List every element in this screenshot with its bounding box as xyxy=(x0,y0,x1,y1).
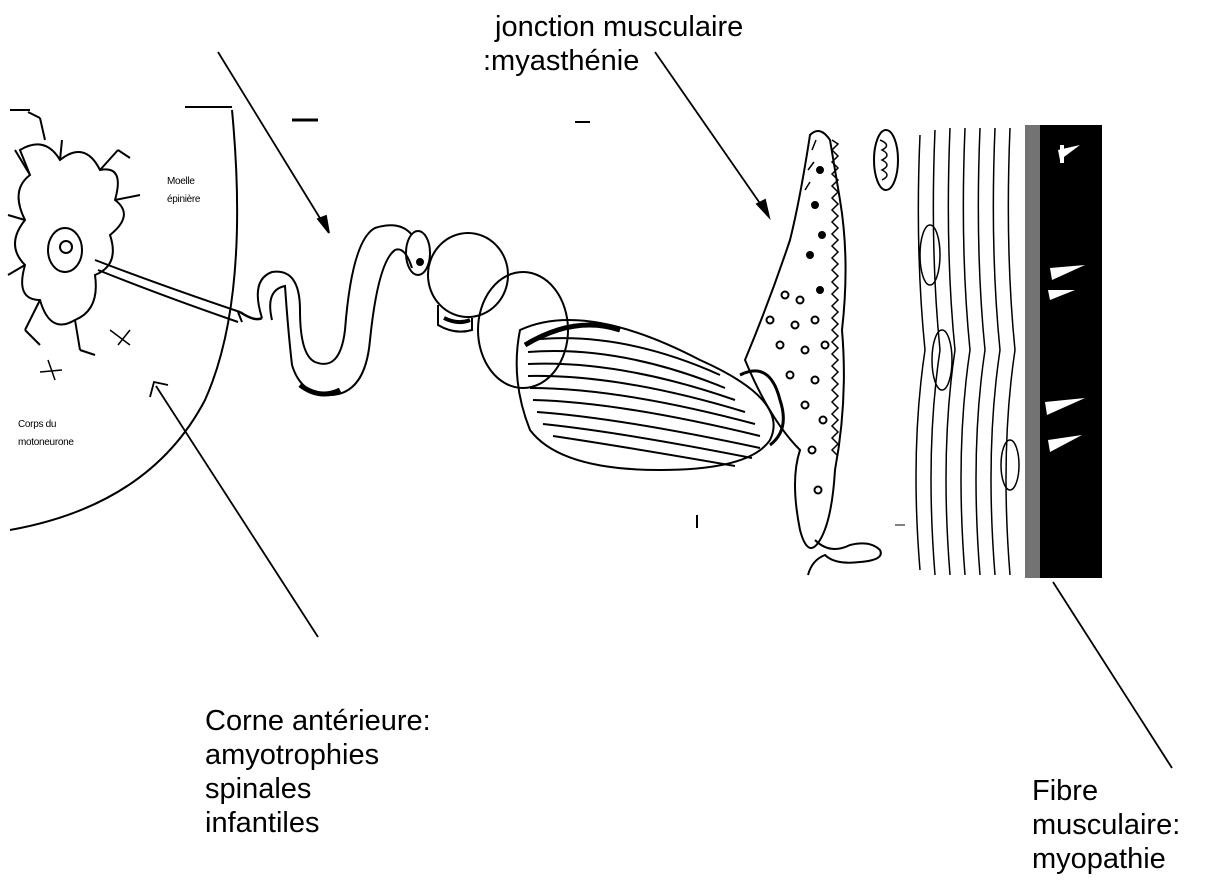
nerve-fibre xyxy=(258,225,430,395)
cell-body-label: Corps du motoneurone xyxy=(18,416,74,452)
myelin-segments xyxy=(428,233,568,388)
anterior-horn-label-line-1: Corne antérieure: xyxy=(205,704,431,738)
anterior-horn-label-line-2: amyotrophies xyxy=(205,738,431,772)
cell-body-label-line-2: motoneurone xyxy=(18,434,74,452)
motor-neuron-cell-body xyxy=(8,112,140,380)
motor-neuron-label-line-2: épinière xyxy=(167,191,200,209)
muscle-fibre-label-line-2: musculaire: xyxy=(1032,808,1180,842)
anterior-horn-label-line-4: infantiles xyxy=(205,806,431,840)
stray-marks xyxy=(697,515,905,528)
motor-neuron-label: Moelle épinière xyxy=(167,173,200,209)
axon xyxy=(95,260,262,322)
muscle-fibre xyxy=(916,125,1102,578)
muscle-fibre-label-line-1: Fibre xyxy=(1032,774,1180,808)
motor-neuron-label-line-1: Moelle xyxy=(167,173,200,191)
annotation-arrows xyxy=(150,52,1172,768)
junction-structure xyxy=(745,131,881,575)
muscle-fibre-label-line-3: myopathie xyxy=(1032,842,1180,876)
cell-body-label-line-1: Corps du xyxy=(18,416,74,434)
mitochondrion xyxy=(874,130,898,190)
junction-label: jonction musculaire :myasthénie xyxy=(483,10,743,78)
muscle-fibre-label: Fibre musculaire: myopathie xyxy=(1032,774,1180,876)
arrow-to-anterior-horn xyxy=(150,382,318,637)
anterior-horn-label: Corne antérieure: amyotrophies spinales … xyxy=(205,704,431,840)
junction-label-line-1: jonction musculaire xyxy=(483,10,743,44)
junction-label-line-2: :myasthénie xyxy=(483,44,743,78)
end-plate xyxy=(517,320,784,470)
arrow-from-muscle-fibre xyxy=(1053,582,1172,768)
anterior-horn-label-line-3: spinales xyxy=(205,772,431,806)
